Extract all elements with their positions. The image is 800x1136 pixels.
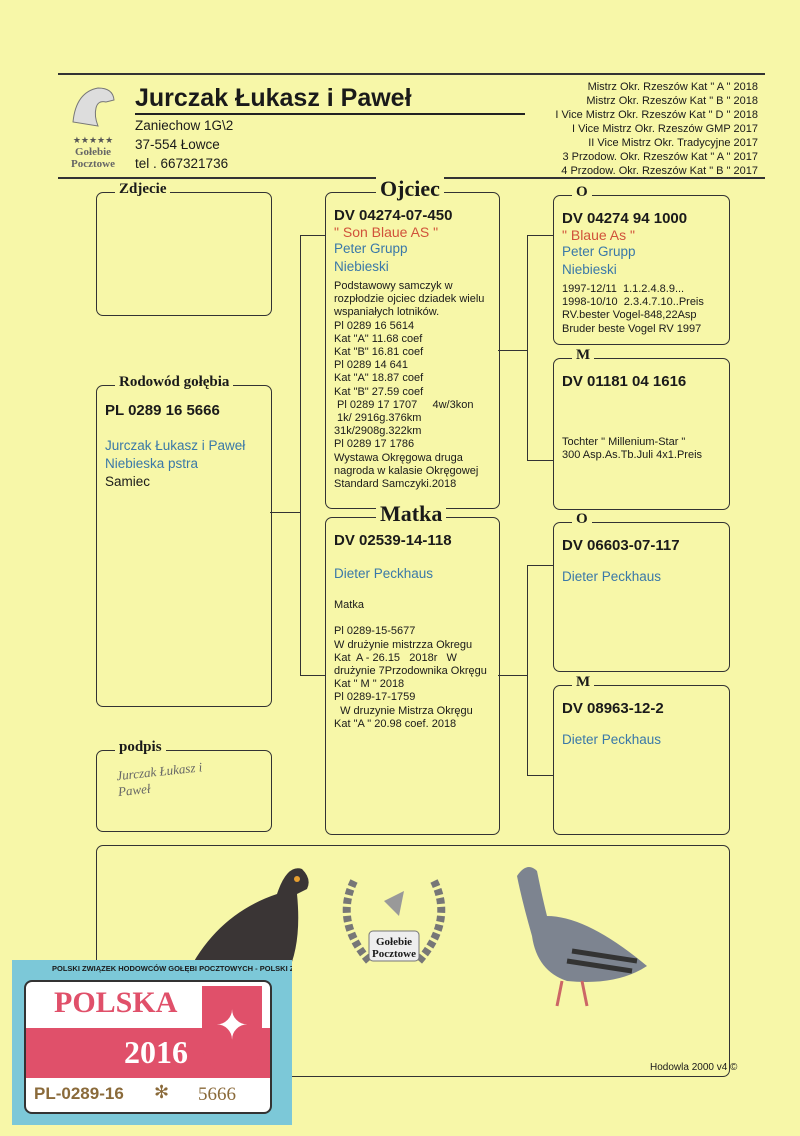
breeder-address: Zaniechow 1G\2 37-554 Łowce tel . 667321… <box>135 116 233 173</box>
connector <box>527 460 553 461</box>
signature-box: podpis Jurczak Łukasz i Paweł <box>96 739 272 832</box>
father-sire-color: Niebieski <box>562 262 617 277</box>
mother-dam-box: M DV 08963-12-2 Dieter Peckhaus <box>553 674 730 835</box>
software-version: Hodowla 2000 v4 © <box>650 1062 738 1073</box>
header-top-rule <box>58 73 765 75</box>
father-ring: DV 04274-07-450 <box>334 207 453 224</box>
emblem-text: Gołebie Pocztowe <box>372 936 416 960</box>
ring-stamp: POLSKI ZWIĄZEK HODOWCÓW GOŁĘBI POCZTOWYC… <box>12 960 292 1125</box>
connector <box>498 675 527 676</box>
pigeon-owner: Jurczak Łukasz i Paweł <box>105 438 246 453</box>
father-dam-notes: Tochter " Millenium-Star " 300 Asp.As.Tb… <box>562 436 703 462</box>
mother-dam-breeder: Dieter Peckhaus <box>562 732 662 747</box>
pigeon-box: Rodowód gołębia PL 0289 16 5666 Jurczak … <box>96 374 272 707</box>
breeder-name: Jurczak Łukasz i Paweł <box>135 84 525 115</box>
connector <box>300 235 325 236</box>
connector <box>300 235 301 675</box>
stamp-border-text: POLSKI ZWIĄZEK HODOWCÓW GOŁĘBI POCZTOWYC… <box>52 964 292 973</box>
logo-text: Gołebie Pocztowe <box>71 146 115 170</box>
mother-notes: Matka Pl 0289-15-5677 W drużynie mistrzz… <box>334 599 487 730</box>
stamp-country: POLSKA <box>54 986 178 1019</box>
pigeon-sex: Samiec <box>105 474 151 489</box>
pigeon-label: Rodowód gołębia <box>115 374 234 391</box>
mother-box: Matka DV 02539-14-118 Dieter Peckhaus Ma… <box>325 501 500 835</box>
mother-dam-ring: DV 08963-12-2 <box>562 700 664 717</box>
laurel-wreath-icon <box>342 879 446 964</box>
emblem: Gołebie Pocztowe <box>329 871 459 1001</box>
connector <box>527 235 528 460</box>
pigeon-photo-left <box>187 868 309 974</box>
achievement: I Vice Mistrz Okr. Rzeszów GMP 2017 <box>571 123 758 135</box>
connector <box>527 565 528 775</box>
achievement: Mistrz Okr. Rzeszów Kat " B " 2018 <box>586 95 758 107</box>
mother-breeder: Dieter Peckhaus <box>334 566 434 581</box>
signature-label: podpis <box>115 739 166 756</box>
stamp-ring-prefix: PL-0289-16 <box>34 1084 124 1103</box>
address-line: 37-554 Łowce <box>135 137 220 152</box>
achievement: I Vice Mistrz Okr. Rzeszów Kat " D " 201… <box>555 109 758 121</box>
father-sire-notes: 1997-12/11 1.1.2.4.8.9... 1998-10/10 2.3… <box>562 283 704 335</box>
pictures-box: Gołebie Pocztowe <box>96 845 730 1077</box>
stamp-year: 2016 <box>124 1034 188 1070</box>
stars-icon: ★★★★★ <box>72 135 114 145</box>
photo-label: Zdjecie <box>115 181 171 198</box>
signature: Jurczak Łukasz i Paweł <box>115 759 203 800</box>
mother-sire-ring: DV 06603-07-117 <box>562 537 680 554</box>
pigeon-photo-right <box>517 867 647 1007</box>
sire-label: O <box>572 511 592 528</box>
father-breeder: Peter Grupp <box>334 241 408 256</box>
dam-label: M <box>572 347 595 364</box>
photo-box: Zdjecie <box>96 181 272 316</box>
father-name: " Son Blaue AS " <box>334 224 439 240</box>
father-color: Niebieski <box>334 259 389 274</box>
eagle-logo-icon <box>72 87 115 127</box>
connector <box>498 350 527 351</box>
mother-label: Matka <box>376 501 447 527</box>
sire-label: O <box>572 184 592 201</box>
mother-sire-breeder: Dieter Peckhaus <box>562 569 662 584</box>
snowflake-icon: ✻ <box>154 1082 170 1102</box>
father-box: Ojciec DV 04274-07-450 " Son Blaue AS " … <box>325 176 500 509</box>
achievement: II Vice Mistrz Okr. Tradycyjne 2017 <box>588 137 758 149</box>
connector <box>270 512 300 513</box>
father-sire-box: O DV 04274 94 1000 " Blaue As " Peter Gr… <box>553 184 730 345</box>
mother-sire-box: O DV 06603-07-117 Dieter Peckhaus <box>553 511 730 672</box>
connector <box>527 565 553 566</box>
father-sire-ring: DV 04274 94 1000 <box>562 210 688 227</box>
achievements-list: Mistrz Okr. Rzeszów Kat " A " 2018 Mistr… <box>555 80 758 178</box>
pigeon-color: Niebieska pstra <box>105 456 199 471</box>
achievement: Mistrz Okr. Rzeszów Kat " A " 2018 <box>587 81 758 93</box>
white-eagle-icon: ✦ <box>202 986 262 1074</box>
connector <box>527 775 553 776</box>
pigeon-ring: PL 0289 16 5666 <box>105 402 220 419</box>
connector <box>300 675 325 676</box>
phone: tel . 667321736 <box>135 156 229 171</box>
achievement: 3 Przodow. Okr. Rzeszów Kat " A " 2017 <box>562 151 758 163</box>
father-dam-box: M DV 01181 04 1616 Tochter " Millenium-S… <box>553 347 730 510</box>
father-sire-name: " Blaue As " <box>562 227 635 243</box>
mother-ring: DV 02539-14-118 <box>334 532 452 549</box>
father-label: Ojciec <box>376 176 444 202</box>
logo: ★★★★★ Gołebie Pocztowe <box>60 82 126 170</box>
achievement: 4 Przodow. Okr. Rzeszów Kat " B " 2017 <box>561 165 758 177</box>
father-sire-breeder: Peter Grupp <box>562 244 636 259</box>
father-dam-ring: DV 01181 04 1616 <box>562 373 687 390</box>
address-line: Zaniechow 1G\2 <box>135 118 234 133</box>
father-notes: Podstawowy samczyk w rozpłodzie ojciec d… <box>334 280 485 491</box>
stamp-ring-number: 5666 <box>198 1084 236 1105</box>
connector <box>527 235 553 236</box>
dam-label: M <box>572 674 595 691</box>
